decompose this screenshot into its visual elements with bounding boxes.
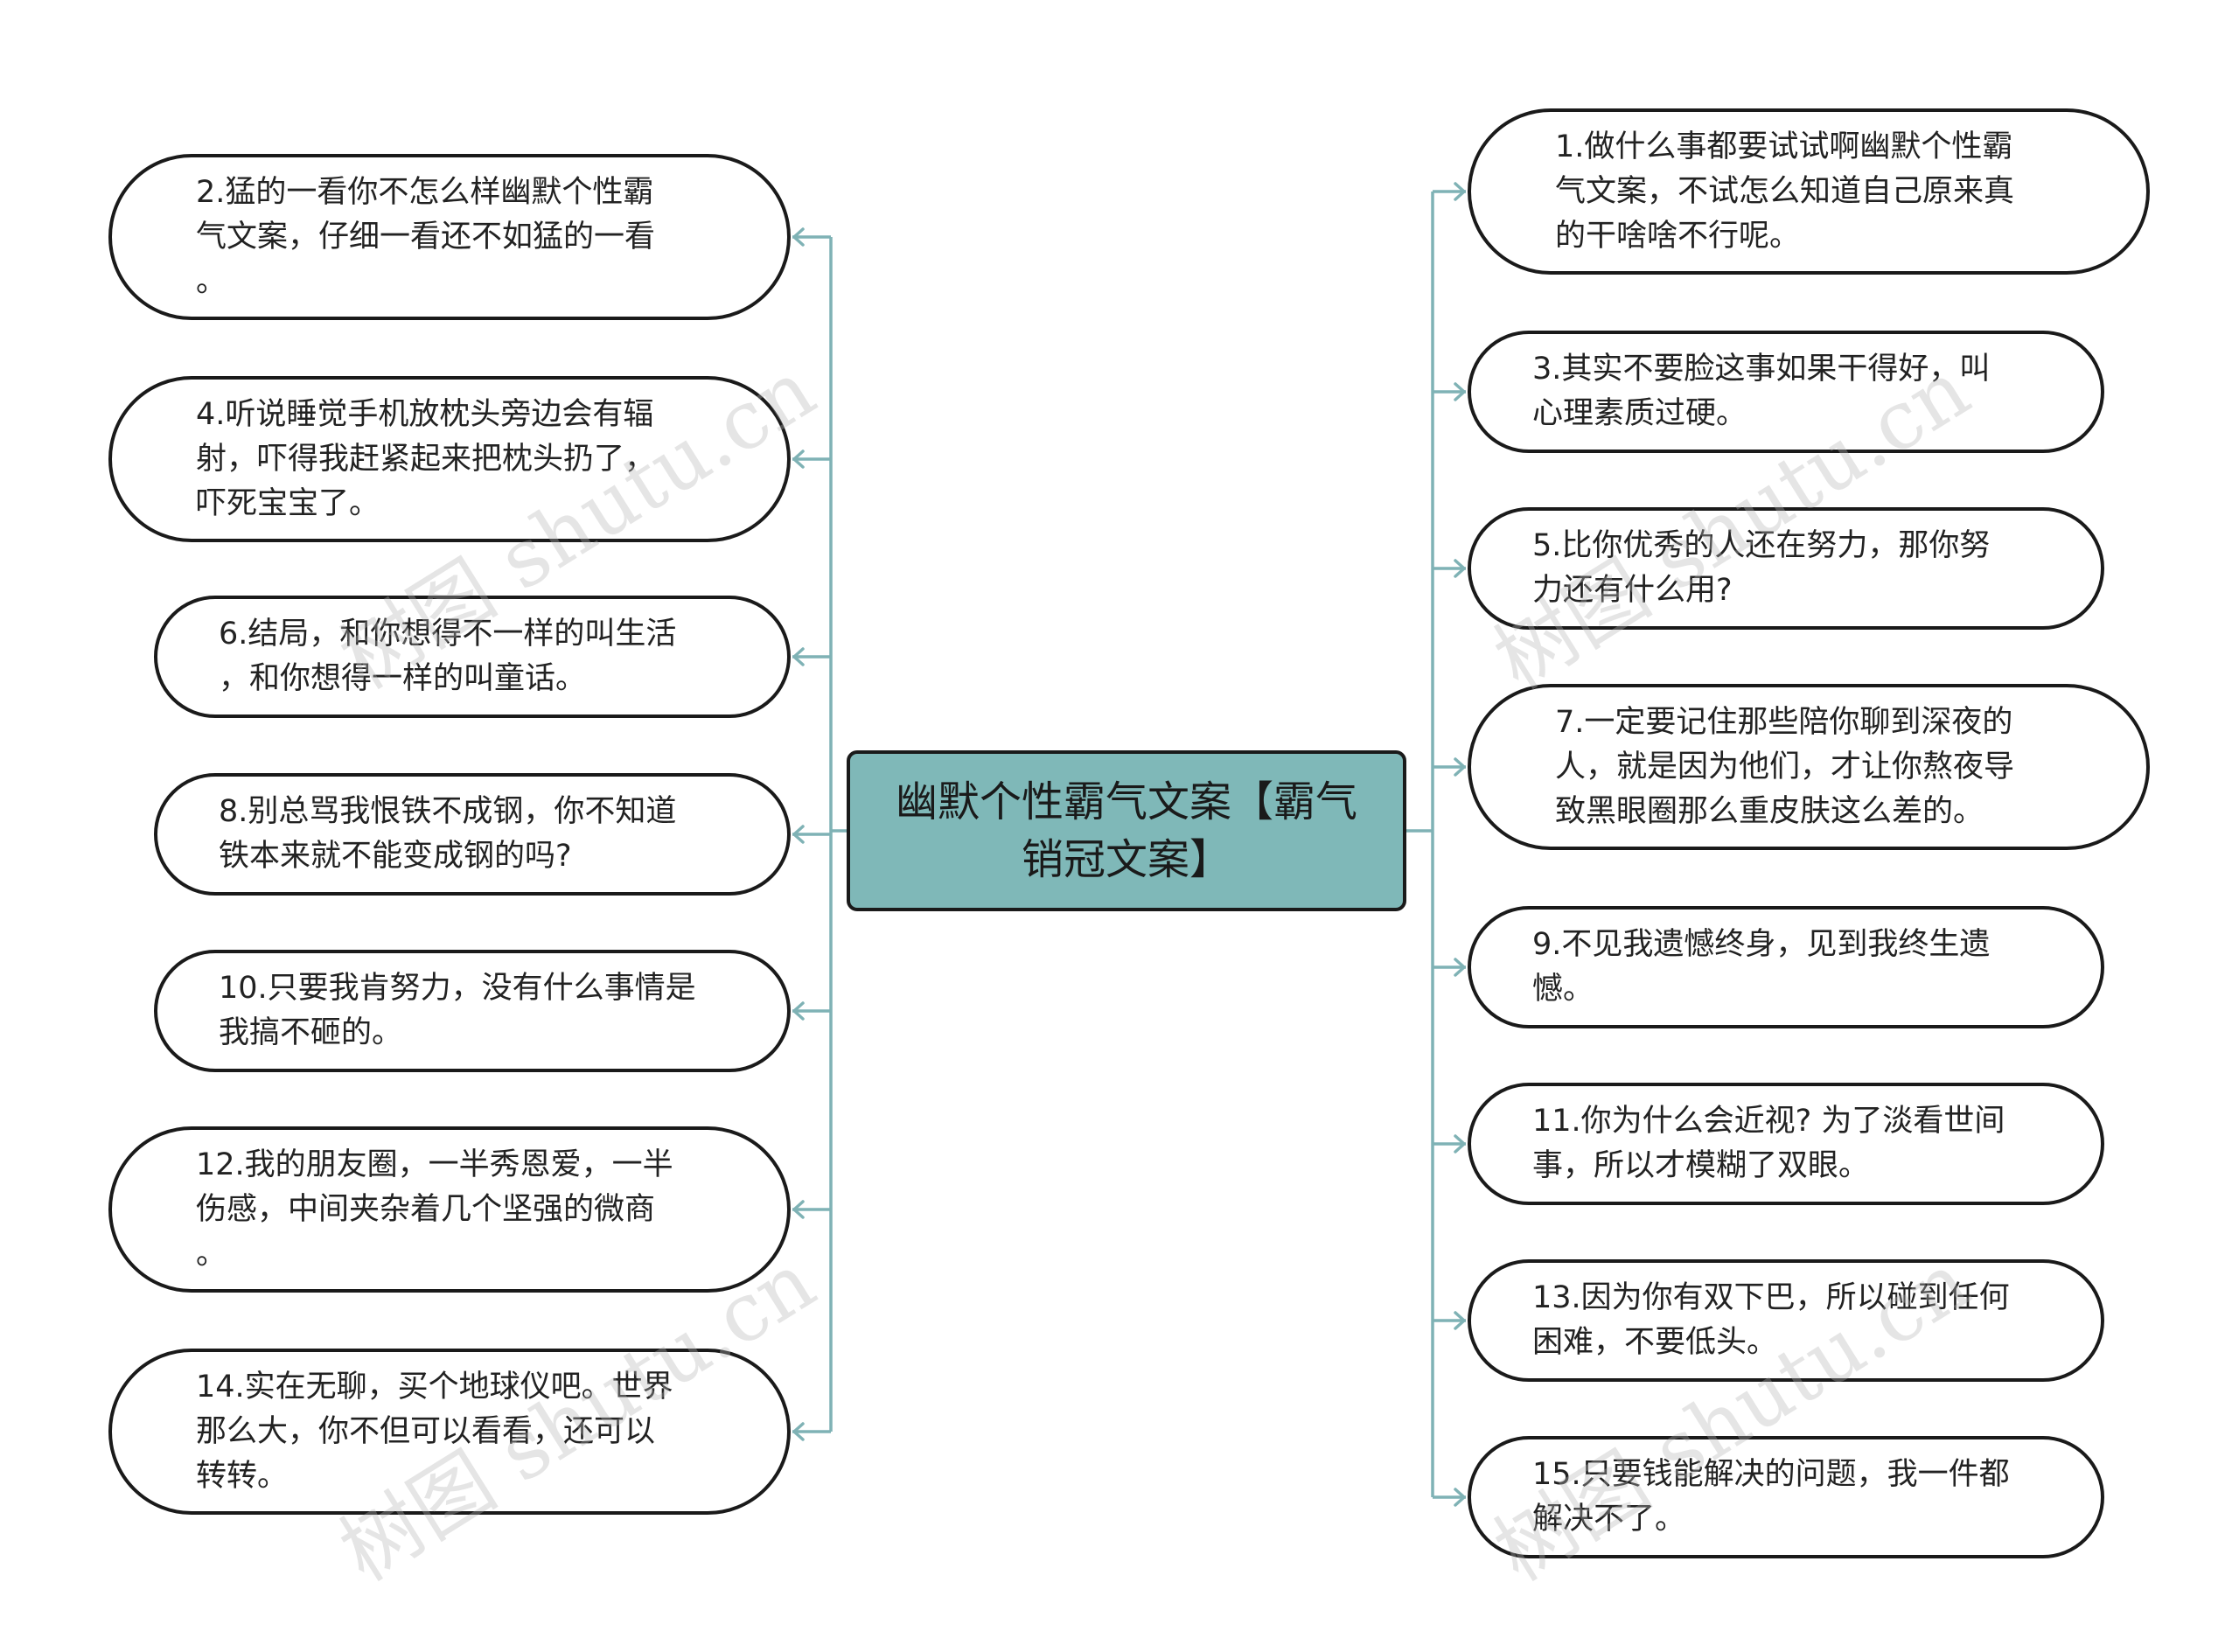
- left-arrow-5: [792, 1001, 805, 1021]
- left-topic-4-text: 8.别总骂我恨铁不成钢，你不知道 铁本来就不能变成钢的吗?: [219, 794, 677, 874]
- right-arrow-3: [1454, 559, 1466, 578]
- left-arrow-1: [792, 227, 805, 247]
- right-arrow-7: [1454, 1311, 1466, 1330]
- right-topic-5[interactable]: 9.不见我遗憾终身，见到我终生遗 憾。: [1468, 906, 2104, 1028]
- right-topic-2[interactable]: 3.其实不要脸这事如果干得好，叫 心理素质过硬。: [1468, 331, 2104, 453]
- right-topic-4-text: 7.一定要记住那些陪你聊到深夜的 人，就是因为他们，才让你熬夜导 致黑眼圈那么重…: [1555, 704, 2015, 829]
- root-topic[interactable]: 幽默个性霸气文案【霸气 销冠文案】: [847, 750, 1406, 911]
- right-topic-8-text: 15.只要钱能解决的问题，我一件都 解决不了。: [1532, 1457, 2010, 1537]
- right-topic-2-text: 3.其实不要脸这事如果干得好，叫 心理素质过硬。: [1532, 352, 1991, 431]
- right-arrow-2: [1454, 382, 1466, 401]
- left-arrow-3: [792, 647, 805, 666]
- right-arrow-1: [1454, 182, 1466, 201]
- left-topic-3[interactable]: 6.结局，和你想得不一样的叫生活 ，和你想得一样的叫童话。: [154, 596, 791, 718]
- right-topic-8[interactable]: 15.只要钱能解决的问题，我一件都 解决不了。: [1468, 1436, 2104, 1558]
- right-topic-5-text: 9.不见我遗憾终身，见到我终生遗 憾。: [1532, 927, 1991, 1007]
- right-topic-3-text: 5.比你优秀的人还在努力，那你努 力还有什么用?: [1532, 528, 1991, 608]
- root-topic-label: 幽默个性霸气文案【霸气 销冠文案】: [895, 777, 1357, 884]
- left-topic-5[interactable]: 10.只要我肯努力，没有什么事情是 我搞不砸的。: [154, 950, 791, 1072]
- right-topic-6-text: 11.你为什么会近视? 为了淡看世间 事，所以才模糊了双眼。: [1532, 1104, 2005, 1183]
- left-topic-2-text: 4.听说睡觉手机放枕头旁边会有辐 射，吓得我赶紧起来把枕头扔了， 吓死宝宝了。: [196, 396, 656, 521]
- left-topic-6-text: 12.我的朋友圈，一半秀恩爱，一半 伤感，中间夹杂着几个坚强的微商 。: [196, 1147, 673, 1272]
- right-arrow-6: [1454, 1134, 1466, 1154]
- left-topic-1-text: 2.猛的一看你不怎么样幽默个性霸 气文案，仔细一看还不如猛的一看 。: [196, 174, 656, 299]
- right-topic-3[interactable]: 5.比你优秀的人还在努力，那你努 力还有什么用?: [1468, 507, 2104, 630]
- left-topic-4[interactable]: 8.别总骂我恨铁不成钢，你不知道 铁本来就不能变成钢的吗?: [154, 773, 791, 896]
- left-topic-6[interactable]: 12.我的朋友圈，一半秀恩爱，一半 伤感，中间夹杂着几个坚强的微商 。: [108, 1126, 791, 1293]
- right-topic-1-text: 1.做什么事都要试试啊幽默个性霸 气文案，不试怎么知道自己原来真 的干啥啥不行呢…: [1555, 129, 2015, 254]
- left-arrow-6: [792, 1200, 805, 1219]
- right-topic-6[interactable]: 11.你为什么会近视? 为了淡看世间 事，所以才模糊了双眼。: [1468, 1083, 2104, 1205]
- left-topic-7-text: 14.实在无聊，买个地球仪吧。世界 那么大，你不但可以看看，还可以 转转。: [196, 1369, 673, 1494]
- left-arrow-2: [792, 450, 805, 469]
- left-topic-7[interactable]: 14.实在无聊，买个地球仪吧。世界 那么大，你不但可以看看，还可以 转转。: [108, 1349, 791, 1515]
- left-topic-3-text: 6.结局，和你想得不一样的叫生活 ，和你想得一样的叫童话。: [219, 617, 677, 696]
- right-topic-1[interactable]: 1.做什么事都要试试啊幽默个性霸 气文案，不试怎么知道自己原来真 的干啥啥不行呢…: [1468, 108, 2150, 275]
- left-topic-1[interactable]: 2.猛的一看你不怎么样幽默个性霸 气文案，仔细一看还不如猛的一看 。: [108, 154, 791, 320]
- right-topic-7[interactable]: 13.因为你有双下巴，所以碰到任何 困难，不要低头。: [1468, 1259, 2104, 1382]
- right-arrow-4: [1454, 757, 1466, 777]
- right-arrow-8: [1454, 1488, 1466, 1507]
- left-topic-2[interactable]: 4.听说睡觉手机放枕头旁边会有辐 射，吓得我赶紧起来把枕头扔了， 吓死宝宝了。: [108, 376, 791, 542]
- left-arrow-4: [792, 825, 805, 844]
- right-topic-4[interactable]: 7.一定要记住那些陪你聊到深夜的 人，就是因为他们，才让你熬夜导 致黑眼圈那么重…: [1468, 684, 2150, 850]
- right-topic-7-text: 13.因为你有双下巴，所以碰到任何 困难，不要低头。: [1532, 1280, 2010, 1360]
- left-arrow-7: [792, 1422, 805, 1441]
- right-arrow-5: [1454, 958, 1466, 977]
- left-topic-5-text: 10.只要我肯努力，没有什么事情是 我搞不砸的。: [219, 971, 696, 1050]
